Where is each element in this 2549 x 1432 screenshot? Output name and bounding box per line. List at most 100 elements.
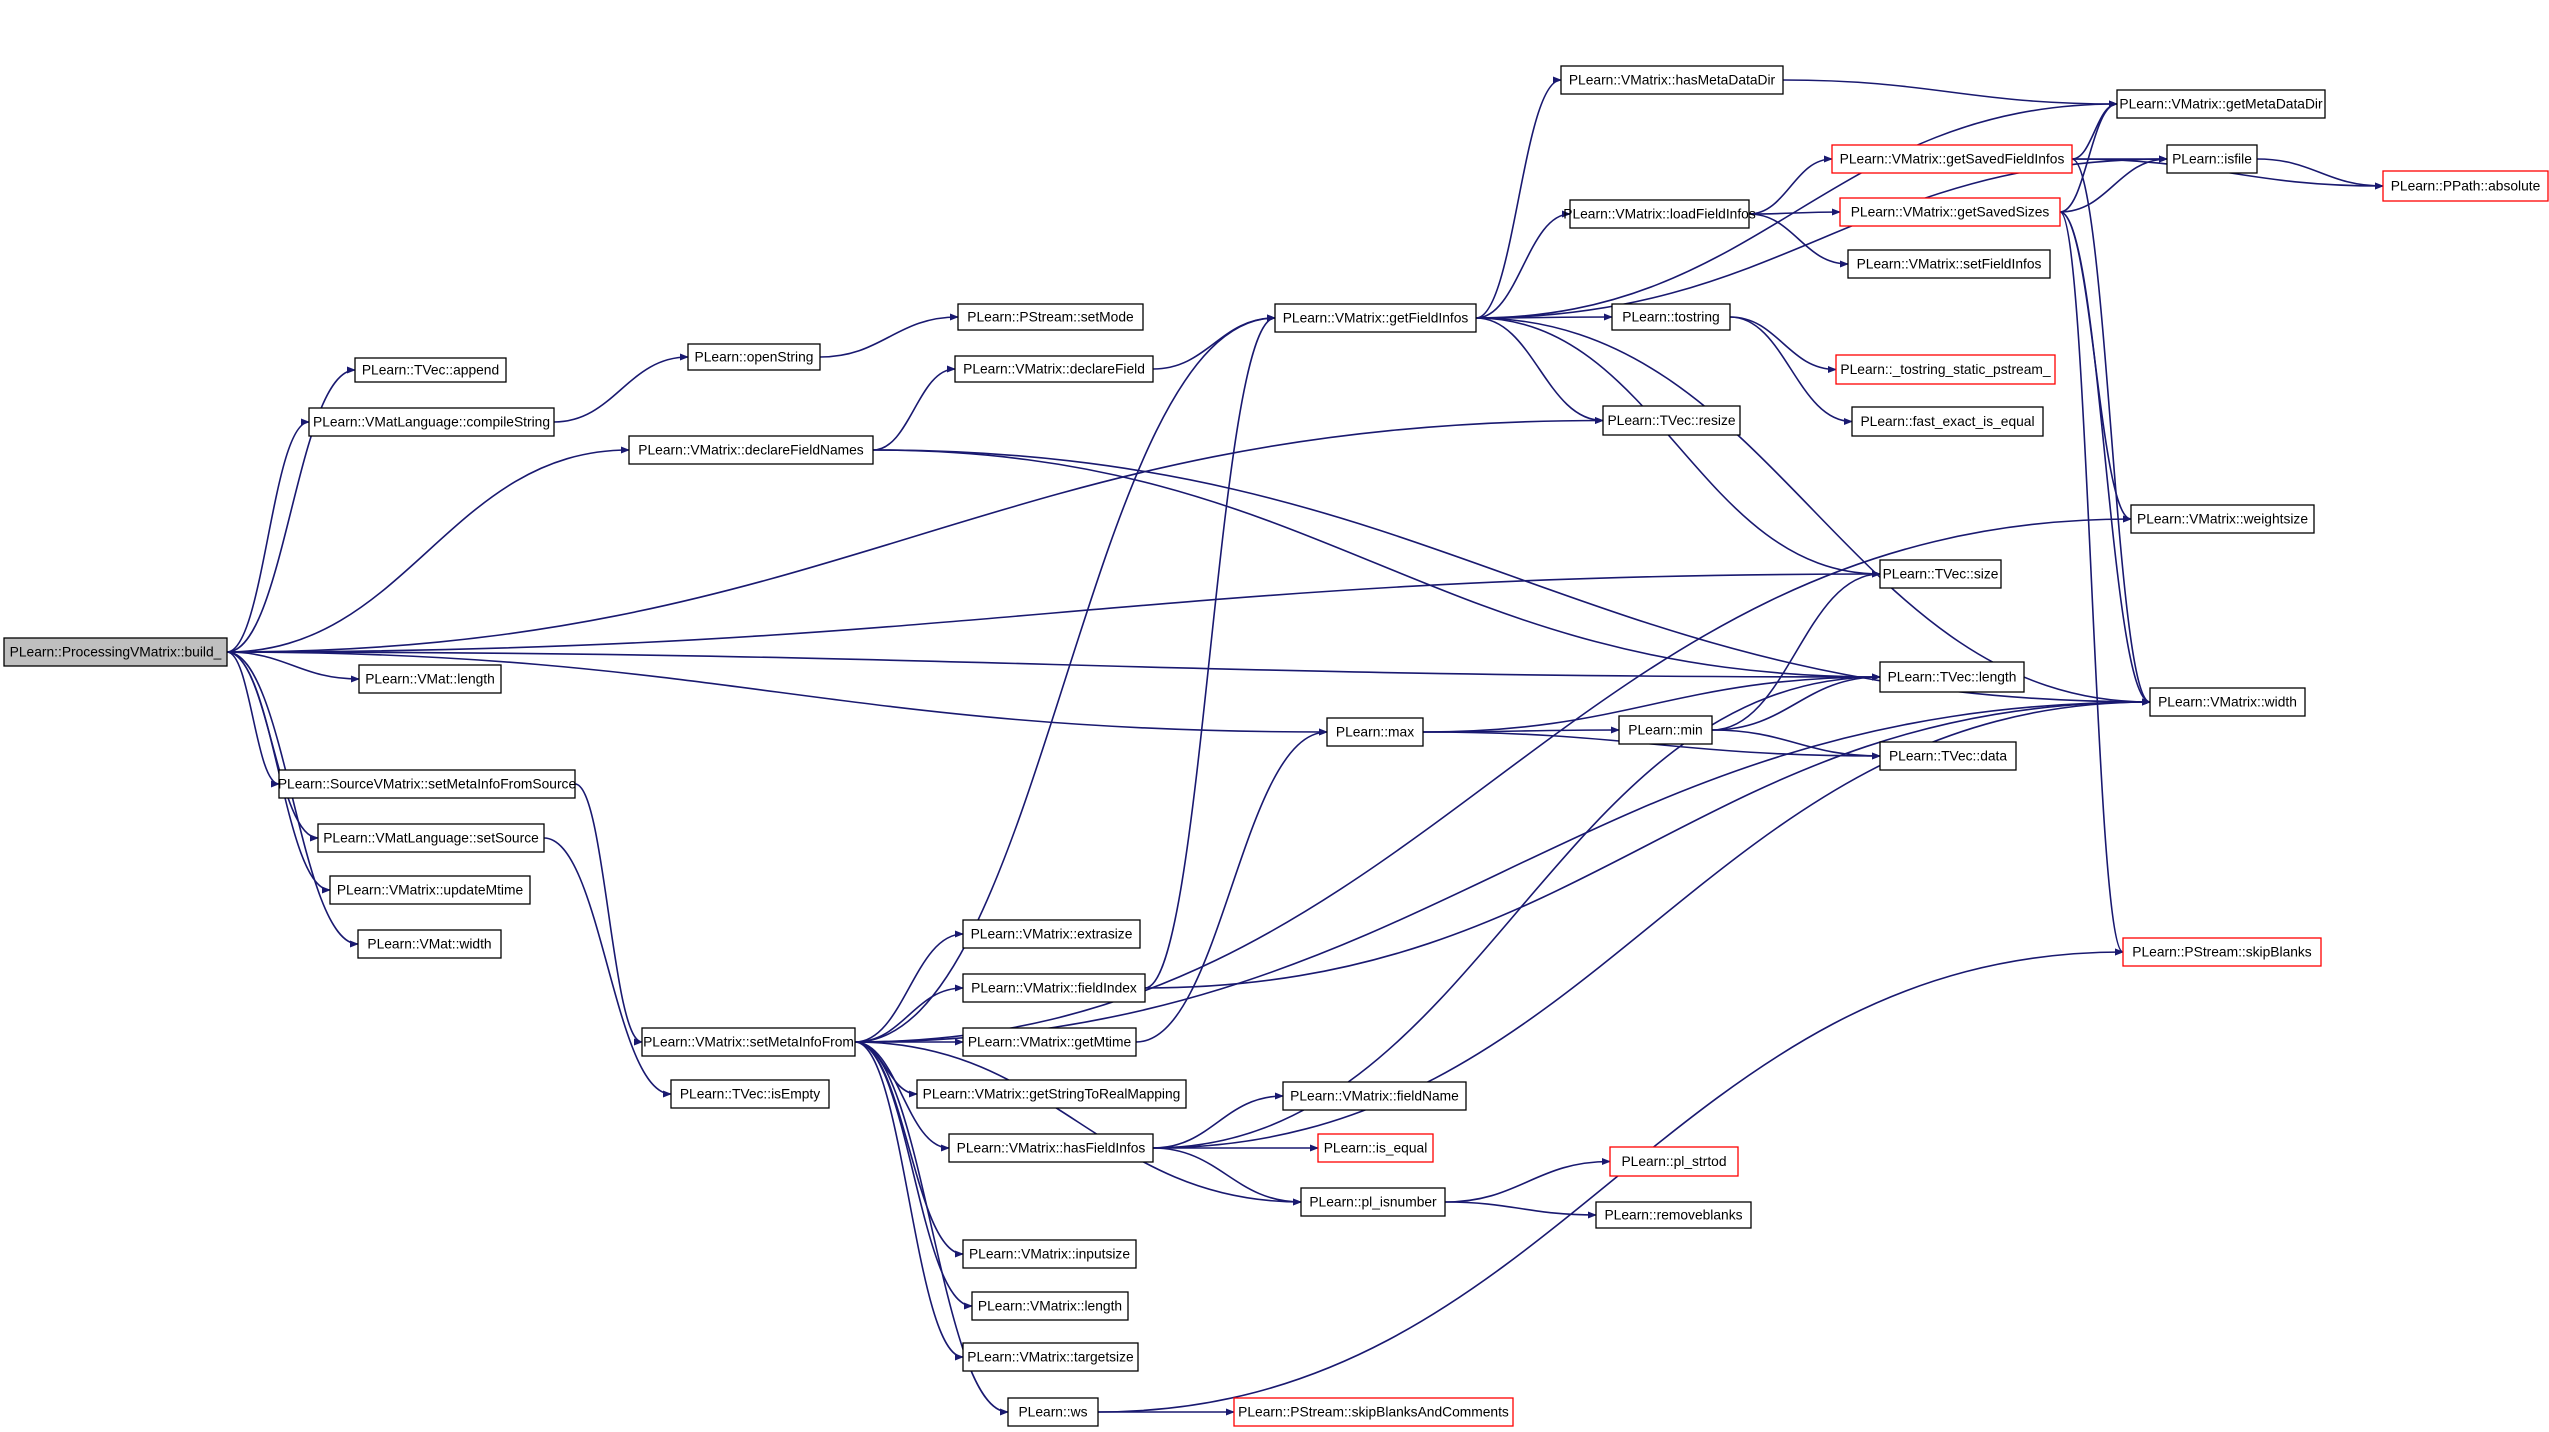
node-removeblanks[interactable]: PLearn::removeblanks (1595, 1201, 1752, 1229)
node-tvec_size[interactable]: PLearn::TVec::size (1879, 559, 2002, 589)
call-edge-setMetaInfoFrom-to-ws (854, 1041, 1009, 1416)
node-label: PLearn::VMatrix::getSavedSizes (1851, 205, 2050, 220)
node-label: PLearn::removeblanks (1604, 1208, 1742, 1223)
call-edge-build-to-max (226, 651, 1328, 736)
call-edge-fieldIndex-to-vmatrix_width (1144, 698, 2151, 989)
node-label: PLearn::TVec::isEmpty (680, 1087, 820, 1102)
node-targetsize[interactable]: PLearn::VMatrix::targetsize (962, 1342, 1139, 1372)
node-setMetaInfoFrom[interactable]: PLearn::VMatrix::setMetaInfoFrom (641, 1027, 856, 1057)
node-pl_strtod[interactable]: PLearn::pl_strtod (1609, 1146, 1739, 1177)
node-openString[interactable]: PLearn::openString (687, 343, 821, 371)
node-vmatrix_length[interactable]: PLearn::VMatrix::length (971, 1291, 1129, 1321)
node-label: PLearn::VMatrix::setFieldInfos (1857, 257, 2042, 272)
node-getSavedSizes[interactable]: PLearn::VMatrix::getSavedSizes (1839, 197, 2061, 227)
node-fast_exact[interactable]: PLearn::fast_exact_is_equal (1851, 406, 2044, 437)
node-isfile[interactable]: PLearn::isfile (2166, 144, 2258, 174)
node-ws[interactable]: PLearn::ws (1007, 1397, 1099, 1427)
node-box (2116, 89, 2326, 119)
node-absolute[interactable]: PLearn::PPath::absolute (2382, 170, 2549, 202)
node-inputsize[interactable]: PLearn::VMatrix::inputsize (962, 1239, 1137, 1269)
node-compileString[interactable]: PLearn::VMatLanguage::compileString (308, 407, 555, 437)
node-loadFieldInfos[interactable]: PLearn::VMatrix::loadFieldInfos (1563, 199, 1756, 229)
node-box (962, 973, 1146, 1003)
node-tostring[interactable]: PLearn::tostring (1611, 303, 1731, 331)
node-vmatrix_width[interactable]: PLearn::VMatrix::width (2149, 687, 2306, 717)
call-edge-min-to-tvec_data (1711, 729, 1881, 760)
node-fieldName[interactable]: PLearn::VMatrix::fieldName (1282, 1081, 1467, 1111)
node-pl_isnumber[interactable]: PLearn::pl_isnumber (1300, 1187, 1446, 1217)
node-hasMetaDataDir[interactable]: PLearn::VMatrix::hasMetaDataDir (1560, 65, 1784, 95)
node-is_equal[interactable]: PLearn::is_equal (1317, 1133, 1434, 1163)
node-setMetaInfoFromSource[interactable]: PLearn::SourceVMatrix::setMetaInfoFromSo… (278, 769, 577, 799)
node-box (1300, 1187, 1446, 1217)
node-label: PLearn::VMatrix::fieldIndex (971, 981, 1137, 996)
node-getSavedFieldInfos[interactable]: PLearn::VMatrix::getSavedFieldInfos (1831, 144, 2073, 174)
node-box (354, 357, 507, 383)
node-extrasize[interactable]: PLearn::VMatrix::extrasize (962, 919, 1141, 949)
call-edge-getSavedSizes-to-skipBlanks (2059, 211, 2124, 956)
node-box (1233, 1397, 1514, 1427)
node-label: PLearn::VMatrix::declareFieldNames (638, 443, 864, 458)
node-box (2122, 937, 2322, 967)
node-tvec_length[interactable]: PLearn::TVec::length (1879, 661, 2025, 693)
node-box (628, 435, 874, 465)
node-declareFieldNames[interactable]: PLearn::VMatrix::declareFieldNames (628, 435, 874, 465)
node-setMode[interactable]: PLearn::PStream::setMode (957, 303, 1144, 331)
node-vmat_length[interactable]: PLearn::VMat::length (358, 664, 502, 694)
node-box (1609, 1146, 1739, 1177)
node-box (1317, 1133, 1434, 1163)
node-box (1835, 354, 2056, 385)
node-box (317, 823, 545, 853)
node-label: PLearn::TVec::size (1883, 567, 1999, 582)
call-edge-loadFieldInfos-to-getSavedSizes (1748, 208, 1841, 216)
node-box (1839, 197, 2061, 227)
node-weightsize[interactable]: PLearn::VMatrix::weightsize (2130, 504, 2315, 534)
call-edge-getFieldInfos-to-loadFieldInfos (1475, 210, 1571, 319)
call-edge-loadFieldInfos-to-setFieldInfos (1748, 213, 1849, 268)
node-box (308, 407, 555, 437)
call-edge-getSavedFieldInfos-to-getMetaDataDir (2071, 100, 2118, 160)
call-edge-hasFieldInfos-to-tvec_length (1152, 673, 1881, 1149)
node-label: PLearn::VMatrix::weightsize (2137, 512, 2308, 527)
call-edge-isfile-to-absolute (2256, 158, 2384, 190)
call-edge-setMetaInfoFrom-to-getFieldInfos (854, 314, 1276, 1043)
node-getStringToRealMapping[interactable]: PLearn::VMatrix::getStringToRealMapping (916, 1079, 1187, 1109)
node-min[interactable]: PLearn::min (1618, 715, 1713, 745)
node-label: PLearn::_tostring_static_pstream_ (1840, 362, 2050, 377)
call-edge-pl_isnumber-to-pl_strtod (1444, 1157, 1611, 1203)
node-tostring_static[interactable]: PLearn::_tostring_static_pstream_ (1835, 354, 2056, 385)
node-vmat_width[interactable]: PLearn::VMat::width (357, 929, 502, 959)
call-edge-build-to-vmat_length (226, 651, 360, 683)
node-max[interactable]: PLearn::max (1326, 717, 1424, 747)
node-setSource[interactable]: PLearn::VMatLanguage::setSource (317, 823, 545, 853)
node-updateMtime[interactable]: PLearn::VMatrix::updateMtime (329, 875, 531, 905)
node-label: PLearn::VMatrix::getFieldInfos (1283, 311, 1469, 326)
node-append[interactable]: PLearn::TVec::append (354, 357, 507, 383)
node-label: PLearn::PStream::skipBlanks (2132, 945, 2312, 960)
call-edge-setMetaInfoFromSource-to-setMetaInfoFrom (574, 783, 643, 1046)
call-edge-build-to-compileString (226, 418, 310, 653)
node-skipBlanksAndComments[interactable]: PLearn::PStream::skipBlanksAndComments (1233, 1397, 1514, 1427)
node-setFieldInfos[interactable]: PLearn::VMatrix::setFieldInfos (1847, 249, 2051, 279)
node-label: PLearn::VMatrix::loadFieldInfos (1563, 207, 1756, 222)
node-fieldIndex[interactable]: PLearn::VMatrix::fieldIndex (962, 973, 1146, 1003)
node-isEmpty[interactable]: PLearn::TVec::isEmpty (670, 1079, 830, 1109)
node-box (670, 1079, 830, 1109)
node-label: PLearn::TVec::data (1889, 749, 2007, 764)
node-label: PLearn::VMatrix::inputsize (969, 1247, 1130, 1262)
node-getMetaDataDir[interactable]: PLearn::VMatrix::getMetaDataDir (2116, 89, 2326, 119)
node-getMtime[interactable]: PLearn::VMatrix::getMtime (962, 1027, 1137, 1057)
node-label: PLearn::VMatrix::declareField (963, 362, 1145, 377)
node-box (1282, 1081, 1467, 1111)
node-tvec_data[interactable]: PLearn::TVec::data (1879, 741, 2017, 771)
node-build[interactable]: PLearn::ProcessingVMatrix::build_ (3, 637, 228, 667)
node-hasFieldInfos[interactable]: PLearn::VMatrix::hasFieldInfos (948, 1133, 1154, 1163)
node-declareField[interactable]: PLearn::VMatrix::declareField (954, 355, 1154, 383)
node-box (1851, 406, 2044, 437)
node-getFieldInfos[interactable]: PLearn::VMatrix::getFieldInfos (1274, 303, 1477, 333)
node-resize[interactable]: PLearn::TVec::resize (1602, 405, 1741, 436)
call-edge-setSource-to-isEmpty (543, 837, 672, 1098)
node-skipBlanks[interactable]: PLearn::PStream::skipBlanks (2122, 937, 2322, 967)
call-edge-setMetaInfoFrom-to-pl_isnumber (854, 1041, 1302, 1206)
